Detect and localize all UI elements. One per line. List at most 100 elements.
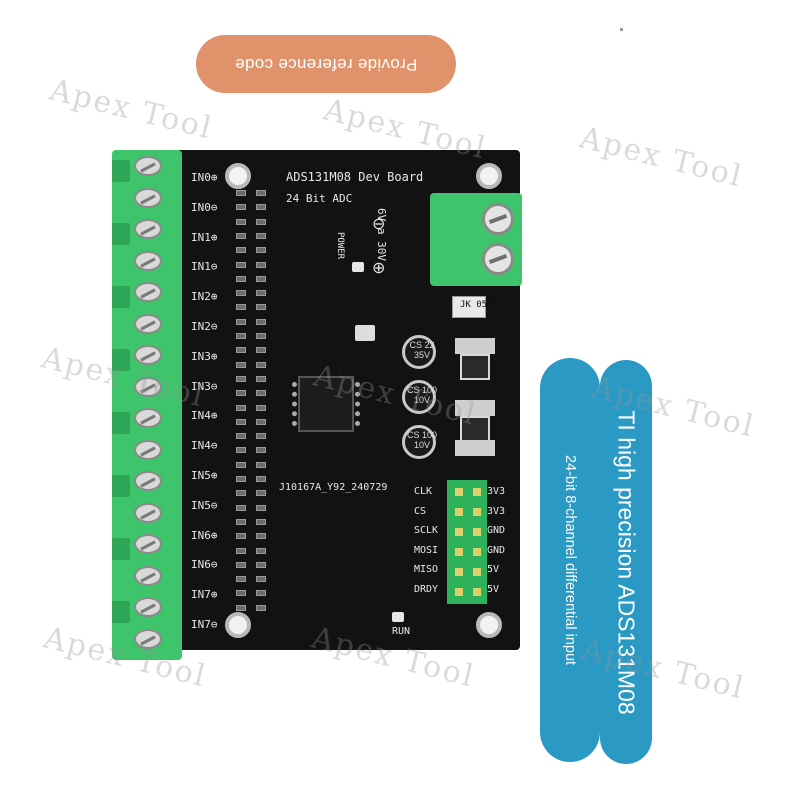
smd-resistor	[256, 232, 266, 239]
smd-resistor	[256, 447, 266, 454]
smd-resistor	[236, 576, 246, 583]
mount-hole-top-left	[225, 163, 251, 189]
input-channel-label: IN1⊖	[191, 260, 218, 274]
header-pin	[473, 568, 481, 576]
input-channel-label: IN4⊖	[191, 439, 218, 453]
smd-resistor	[236, 404, 246, 411]
smd-resistor	[236, 418, 246, 425]
terminal-screw	[134, 282, 162, 302]
smd-resistor	[236, 361, 246, 368]
board-subtitle: 24 Bit ADC	[286, 192, 353, 205]
power-terminal-screw-1	[482, 203, 514, 235]
terminal-screw	[134, 313, 162, 334]
reference-code-text: Provide reference code	[234, 55, 418, 74]
terminal-screw	[134, 565, 162, 586]
smd-resistor	[256, 476, 266, 482]
capacitor-2-label: CS 100 10V	[406, 385, 438, 405]
smd-resistor	[236, 504, 246, 511]
watermark-1: Apex Tool	[46, 72, 217, 147]
smd-resistor	[256, 490, 266, 497]
smd-resistor	[236, 433, 246, 440]
smd-resistor	[236, 490, 246, 497]
smd-resistor	[256, 504, 266, 511]
pin-header	[447, 480, 487, 604]
fuse-label: JK 050	[460, 300, 493, 310]
smd-resistor	[256, 247, 266, 254]
header-pin	[455, 568, 463, 576]
input-channel-label: IN7⊕	[191, 588, 218, 602]
header-pin	[473, 588, 481, 596]
terminal-screw	[134, 187, 162, 208]
spi-pin-label: MOSI	[414, 544, 439, 556]
smd-resistor	[256, 461, 266, 468]
smd-resistor	[236, 304, 246, 311]
crystal-component	[355, 325, 375, 341]
terminal-tab	[112, 223, 130, 245]
smd-resistor	[256, 547, 266, 554]
header-pin	[455, 588, 463, 596]
smd-resistor	[236, 476, 246, 482]
header-pin	[473, 548, 481, 556]
smd-resistor	[236, 218, 246, 225]
smd-resistor	[236, 518, 246, 525]
header-pin	[455, 488, 463, 496]
smd-resistor	[236, 290, 246, 297]
terminal-tab	[112, 349, 130, 371]
input-terminal-block	[112, 150, 182, 660]
input-channel-label: IN7⊖	[191, 618, 218, 631]
terminal-screw	[134, 376, 162, 397]
spi-pin-label: DRDY	[414, 583, 439, 595]
smd-resistor	[256, 533, 266, 540]
header-pin	[473, 528, 481, 536]
reference-code-banner[interactable]: Provide reference code	[196, 35, 456, 93]
smd-resistor	[256, 375, 266, 382]
power-pin-label: GND	[487, 544, 506, 556]
input-channel-label: IN2⊖	[191, 320, 218, 333]
smd-resistor	[256, 347, 266, 354]
regulator-2-tab	[455, 400, 495, 416]
terminal-screw	[134, 345, 162, 365]
smd-resistor	[256, 576, 266, 583]
smd-resistor	[236, 232, 246, 239]
power-pin-label: 5V	[487, 564, 500, 575]
power-terminal-screw-2	[482, 243, 514, 275]
smd-resistor	[236, 318, 246, 325]
header-pin	[455, 508, 463, 516]
input-channel-label: IN0⊖	[191, 200, 218, 214]
smd-resistor	[256, 590, 266, 597]
terminal-tab	[112, 538, 130, 560]
smd-resistor	[256, 561, 266, 568]
terminal-screw	[134, 502, 162, 523]
header-pin	[473, 488, 481, 496]
plus-symbol-icon: ⊕	[372, 260, 386, 277]
smd-resistor	[236, 590, 246, 597]
smd-resistor	[236, 447, 246, 454]
terminal-screw	[134, 156, 162, 176]
smd-resistor	[236, 204, 246, 211]
terminal-tab	[112, 160, 130, 182]
feature-pill-precision-text: TI high precision ADS131M08	[613, 409, 640, 715]
terminal-screw	[134, 250, 162, 271]
terminal-screw	[134, 597, 162, 617]
board-code: J10167A_Y92_240729	[279, 482, 388, 493]
smd-resistor	[236, 247, 246, 254]
smd-resistor	[236, 261, 246, 268]
smd-resistor	[256, 290, 266, 297]
board-title: ADS131M08 Dev Board	[286, 170, 424, 184]
mount-hole-bottom-right	[476, 612, 502, 638]
input-channel-label: IN6⊖	[191, 558, 218, 572]
power-pin-label: 5V	[487, 583, 500, 595]
terminal-screw	[134, 471, 162, 491]
smd-resistor	[256, 404, 266, 411]
power-pin-label: 3V3	[487, 486, 506, 497]
smd-resistor	[256, 204, 266, 211]
power-led	[352, 262, 364, 272]
terminal-tab	[112, 601, 130, 623]
capacitor-3	[402, 425, 436, 459]
smd-resistor	[236, 561, 246, 568]
smd-resistor	[256, 304, 266, 311]
smd-resistor	[256, 518, 266, 525]
smd-resistor	[256, 361, 266, 368]
capacitor-1-label: CS 22 35V	[409, 340, 435, 360]
terminal-screw	[134, 408, 162, 428]
